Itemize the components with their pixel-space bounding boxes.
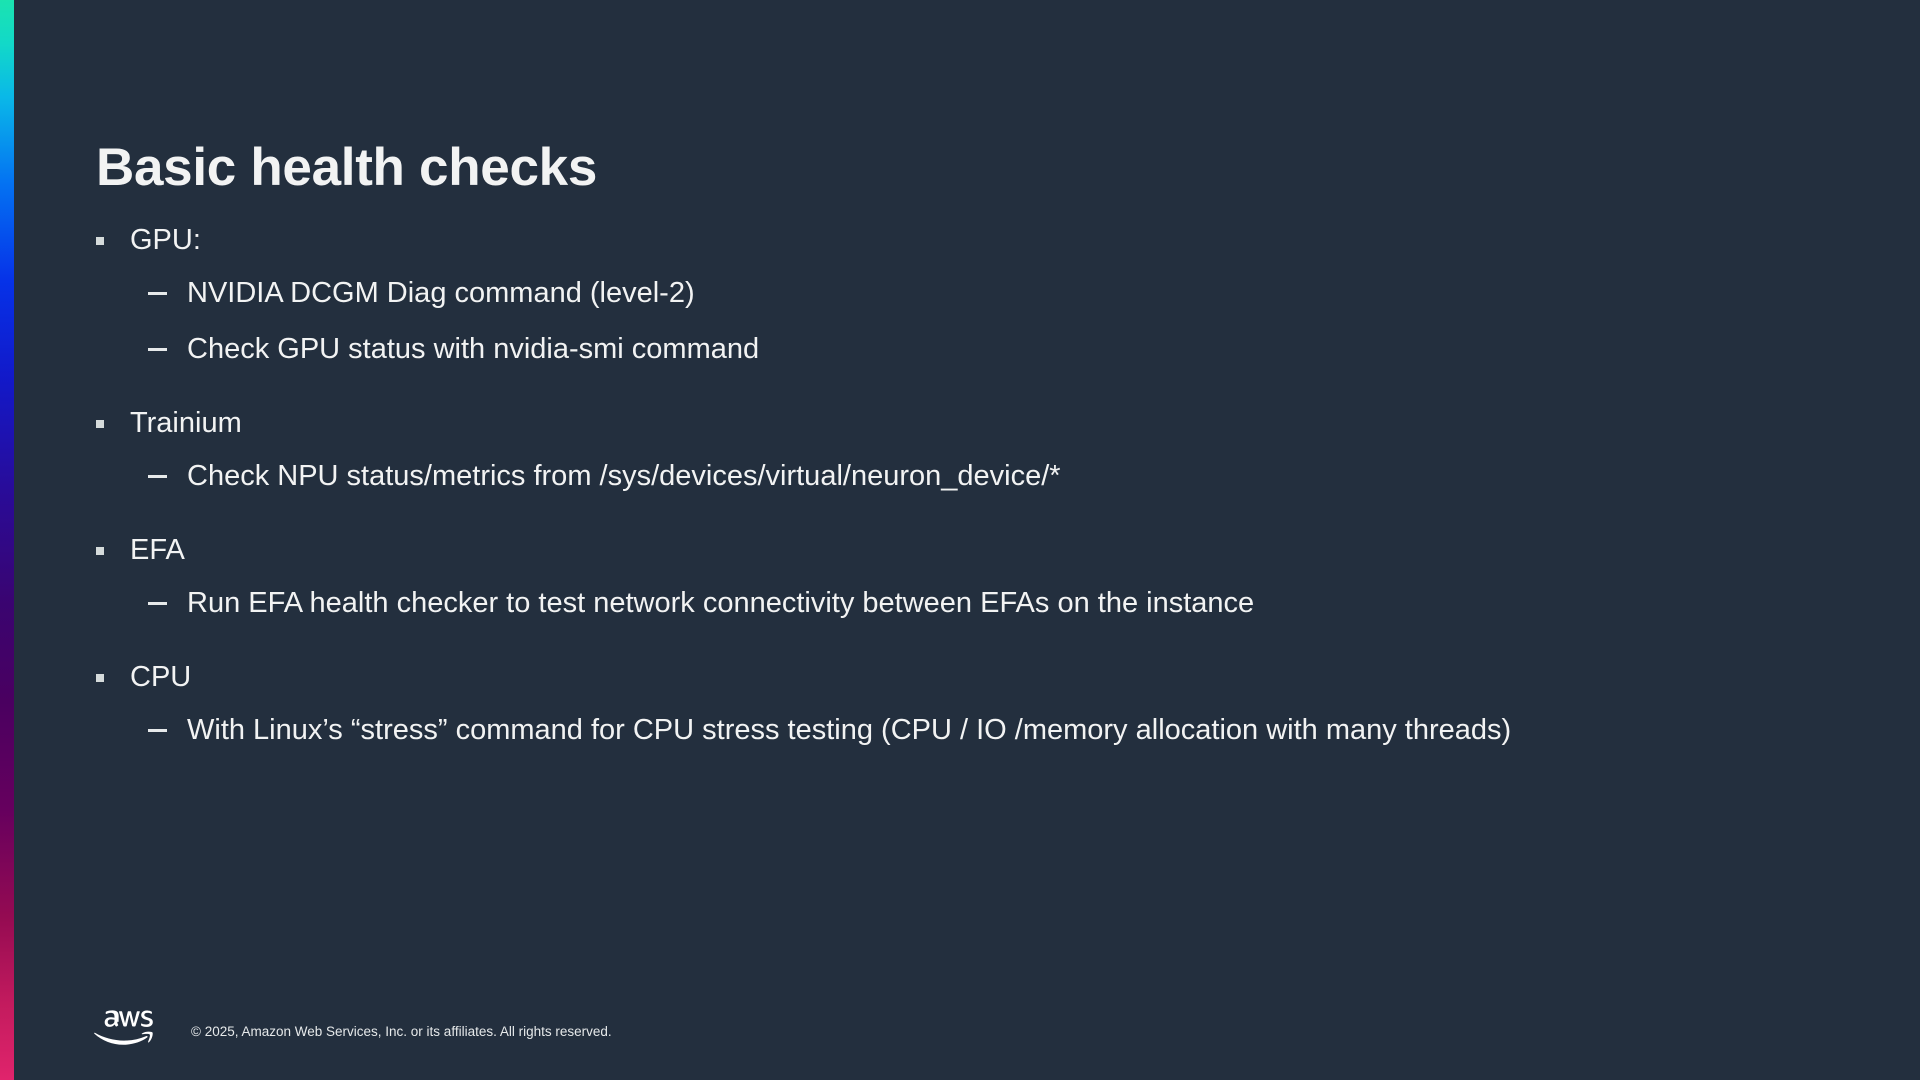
page-title: Basic health checks (96, 138, 598, 197)
bullet-sub-item: Run EFA health checker to test network c… (92, 589, 1882, 618)
bullet-sub-label: Check GPU status with nvidia-smi command (187, 333, 760, 365)
bullet-sub-item: Check NPU status/metrics from /sys/devic… (92, 462, 1882, 491)
bullet-sub-label: Check NPU status/metrics from /sys/devic… (187, 460, 1061, 492)
bullet-sub-item: NVIDIA DCGM Diag command (level-2) (92, 279, 1882, 308)
slide-footer: © 2025, Amazon Web Services, Inc. or its… (93, 1002, 612, 1046)
dash-bullet-icon (148, 602, 167, 605)
bullet-list: GPU: NVIDIA DCGM Diag command (level-2) … (92, 226, 1882, 745)
bullet-heading: CPU (92, 663, 1882, 692)
square-bullet-icon (96, 547, 104, 555)
square-bullet-icon (96, 237, 104, 245)
dash-bullet-icon (148, 729, 167, 732)
bullet-heading: GPU: (92, 226, 1882, 255)
bullet-sub-item: With Linux’s “stress” command for CPU st… (92, 716, 1882, 745)
bullet-sub-item: Check GPU status with nvidia-smi command (92, 335, 1882, 364)
bullet-sub-label: With Linux’s “stress” command for CPU st… (187, 714, 1512, 746)
bullet-heading: Trainium (92, 409, 1882, 438)
square-bullet-icon (96, 420, 104, 428)
bullet-group: Trainium Check NPU status/metrics from /… (92, 409, 1882, 491)
bullet-heading: EFA (92, 536, 1882, 565)
dash-bullet-icon (148, 475, 167, 478)
aws-logo (94, 1010, 153, 1045)
copyright-text: © 2025, Amazon Web Services, Inc. or its… (191, 1024, 612, 1039)
dash-bullet-icon (148, 292, 167, 295)
bullet-sub-label: Run EFA health checker to test network c… (187, 587, 1255, 619)
square-bullet-icon (96, 674, 104, 682)
bullet-heading-label: Trainium (130, 407, 242, 439)
dash-bullet-icon (148, 348, 167, 351)
gradient-accent-bar (0, 0, 14, 1080)
bullet-group: CPU With Linux’s “stress” command for CP… (92, 663, 1882, 745)
bullet-heading-label: GPU: (130, 224, 201, 256)
bullet-heading-label: EFA (130, 534, 185, 566)
bullet-group: EFA Run EFA health checker to test netwo… (92, 536, 1882, 618)
bullet-heading-label: CPU (130, 661, 192, 693)
bullet-group: GPU: NVIDIA DCGM Diag command (level-2) … (92, 226, 1882, 364)
bullet-sub-label: NVIDIA DCGM Diag command (level-2) (187, 277, 695, 309)
